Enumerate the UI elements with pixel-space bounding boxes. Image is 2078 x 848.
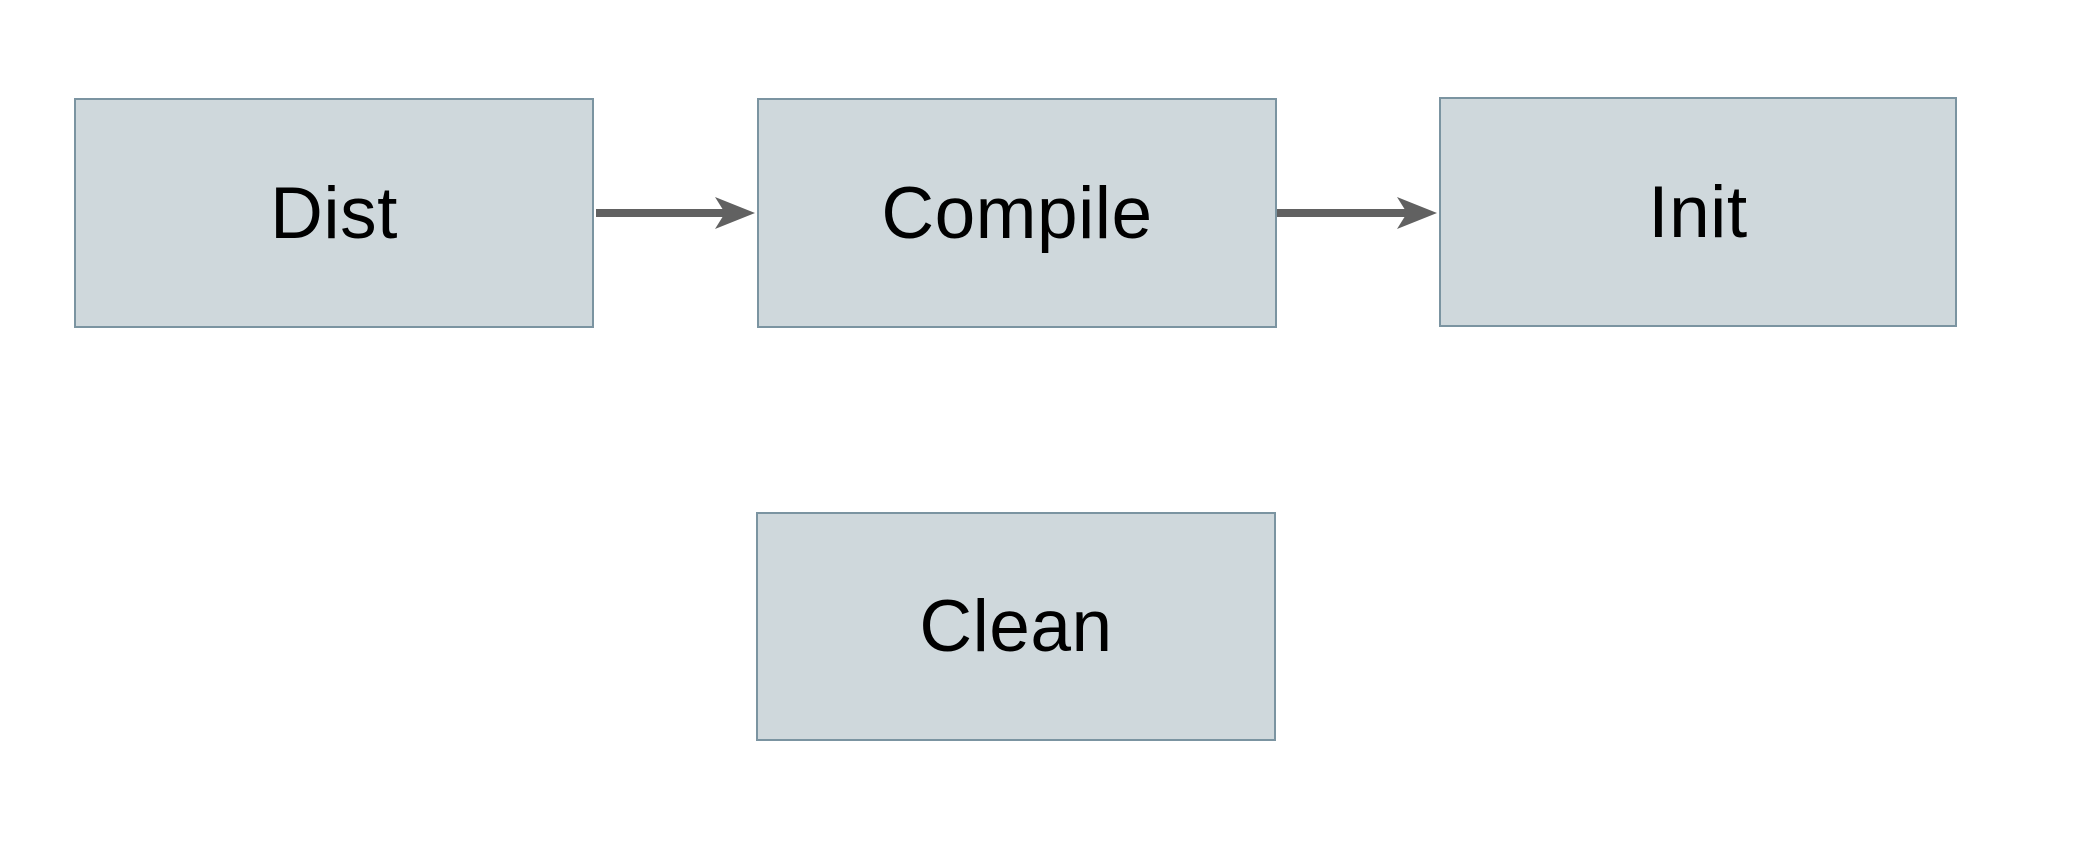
node-clean: Clean bbox=[756, 512, 1276, 741]
arrowhead-icon bbox=[715, 197, 755, 229]
node-init-label: Init bbox=[1648, 171, 1748, 253]
node-init: Init bbox=[1439, 97, 1957, 327]
node-compile: Compile bbox=[757, 98, 1277, 328]
node-dist: Dist bbox=[74, 98, 594, 328]
arrowhead-icon bbox=[1397, 197, 1437, 229]
arrow-dist-to-compile bbox=[596, 197, 755, 229]
arrow-compile-to-init bbox=[1277, 197, 1437, 229]
node-dist-label: Dist bbox=[270, 172, 398, 254]
node-compile-label: Compile bbox=[881, 172, 1153, 254]
node-clean-label: Clean bbox=[919, 586, 1113, 667]
